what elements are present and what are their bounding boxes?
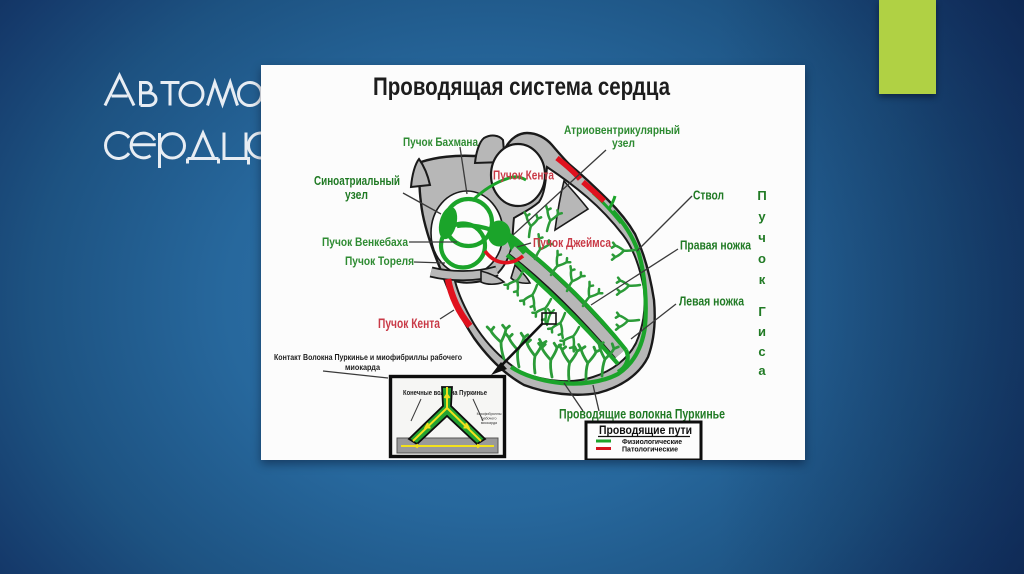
svg-text:Пучок Кента: Пучок Кента (378, 316, 440, 331)
svg-text:рабочего: рабочего (481, 417, 496, 421)
svg-text:о: о (758, 251, 766, 266)
svg-text:Пучок Тореля: Пучок Тореля (345, 254, 414, 268)
svg-text:Миофибриллы: Миофибриллы (477, 412, 502, 416)
svg-text:Проводящие волокна Пуркинье: Проводящие волокна Пуркинье (559, 406, 725, 422)
svg-text:и: и (758, 324, 766, 339)
svg-text:Ствол: Ствол (693, 188, 724, 203)
svg-text:к: к (759, 272, 766, 287)
svg-text:Проводящая система сердца: Проводящая система сердца (373, 73, 671, 101)
svg-text:Проводящие пути: Проводящие пути (599, 425, 692, 437)
svg-text:ч: ч (758, 230, 766, 245)
svg-text:Физиологические: Физиологические (622, 437, 682, 446)
svg-text:Г: Г (758, 304, 766, 319)
svg-text:с: с (758, 344, 765, 359)
svg-text:Пучок Бахмана: Пучок Бахмана (403, 135, 478, 149)
svg-text:а: а (758, 363, 766, 378)
svg-text:Атриовентрикулярный: Атриовентрикулярный (564, 123, 680, 137)
svg-text:Пучок Кента: Пучок Кента (493, 169, 555, 183)
svg-text:Контакт Волокна Пуркинье и мио: Контакт Волокна Пуркинье и миофибриллы р… (274, 352, 462, 362)
svg-text:узел: узел (345, 187, 368, 202)
svg-text:Синоатриальный: Синоатриальный (314, 173, 400, 188)
svg-text:П: П (757, 188, 766, 203)
svg-text:у: у (758, 209, 766, 224)
svg-text:миокарда: миокарда (345, 362, 380, 372)
svg-text:Пучок Венкебаха: Пучок Венкебаха (322, 235, 408, 249)
svg-text:Патологические: Патологические (622, 445, 678, 454)
svg-text:узел: узел (612, 136, 635, 150)
svg-text:Левая ножка: Левая ножка (679, 294, 745, 309)
svg-text:миокарда: миокарда (481, 421, 497, 425)
svg-text:Правая ножка: Правая ножка (680, 238, 752, 253)
svg-text:Пучок Джеймса: Пучок Джеймса (533, 236, 612, 250)
